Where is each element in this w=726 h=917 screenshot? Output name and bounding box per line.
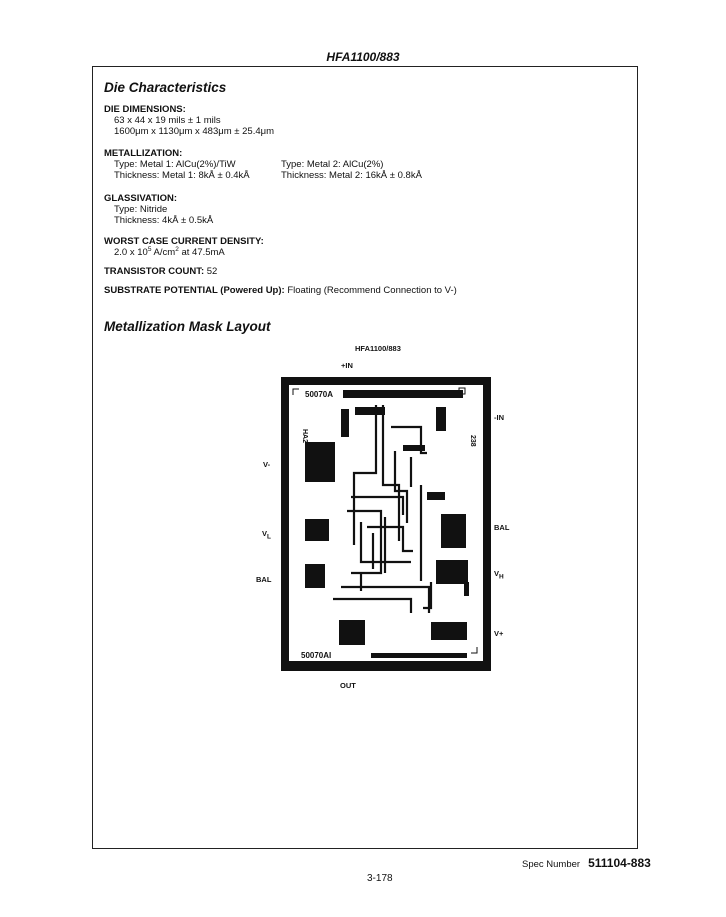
- glassivation-label: GLASSIVATION:: [104, 193, 178, 204]
- metallization-label: METALLIZATION:: [104, 148, 183, 159]
- pin-out-label: OUT: [340, 681, 356, 690]
- die-dimensions-label: DIE DIMENSIONS:: [104, 104, 186, 115]
- pin-minus-in-label: -IN: [494, 413, 504, 422]
- pin-vh-label: VH: [494, 569, 504, 581]
- mask-part-label: HFA1100/883: [355, 344, 401, 353]
- substrate-potential: SUBSTRATE POTENTIAL (Powered Up): Floati…: [104, 285, 457, 296]
- die-dimensions-mils: 63 x 44 x 19 mils ± 1 mils: [114, 115, 221, 126]
- metal2-type: Type: Metal 2: AlCu(2%): [281, 159, 384, 170]
- die-characteristics-title: Die Characteristics: [104, 80, 227, 95]
- chip-top-text: 50070A: [305, 390, 333, 399]
- metal2-thickness: Thickness: Metal 2: 16kÅ ± 0.8kÅ: [281, 170, 422, 181]
- metallization-mask-image: 50070A HA2 238 50070AI: [281, 377, 491, 671]
- current-density-value: 2.0 x 105 A/cm2 at 47.5mA: [114, 245, 225, 258]
- metallization-block: METALLIZATION: Type: Metal 1: AlCu(2%)/T…: [104, 148, 250, 181]
- page-header-title: HFA1100/883: [326, 50, 400, 64]
- chip-left-text: HA2: [301, 429, 308, 443]
- pin-bal-right-label: BAL: [494, 523, 510, 532]
- pin-bal-left-label: BAL: [256, 575, 272, 584]
- current-density-label: WORST CASE CURRENT DENSITY:: [104, 236, 264, 247]
- pin-v-plus-label: V+: [494, 629, 504, 638]
- pin-v-minus-label: V-: [263, 460, 271, 469]
- mask-layout-title: Metallization Mask Layout: [104, 319, 271, 334]
- content-frame: [92, 66, 638, 849]
- glassivation-thickness: Thickness: 4kÅ ± 0.5kÅ: [114, 215, 214, 226]
- die-dimensions-block: DIE DIMENSIONS: 63 x 44 x 19 mils ± 1 mi…: [104, 104, 274, 137]
- metal1-thickness: Thickness: Metal 1: 8kÅ ± 0.4kÅ: [114, 170, 250, 181]
- transistor-count: TRANSISTOR COUNT: 52: [104, 266, 218, 277]
- pin-plus-in-label: +IN: [341, 361, 353, 370]
- glassivation-block: GLASSIVATION: Type: Nitride Thickness: 4…: [104, 193, 213, 226]
- metallization-metal2: Type: Metal 2: AlCu(2%) Thickness: Metal…: [281, 159, 422, 181]
- chip-bottom-text: 50070AI: [301, 651, 331, 660]
- chip-right-text: 238: [469, 435, 476, 447]
- pin-vl-label: VL: [262, 529, 271, 541]
- page-number: 3-178: [367, 873, 393, 884]
- die-dimensions-um: 1600μm x 1130μm x 483μm ± 25.4μm: [114, 126, 275, 137]
- metal1-type: Type: Metal 1: AlCu(2%)/TiW: [114, 159, 236, 170]
- current-density-block: WORST CASE CURRENT DENSITY: 2.0 x 105 A/…: [104, 236, 264, 258]
- glassivation-type: Type: Nitride: [114, 204, 168, 215]
